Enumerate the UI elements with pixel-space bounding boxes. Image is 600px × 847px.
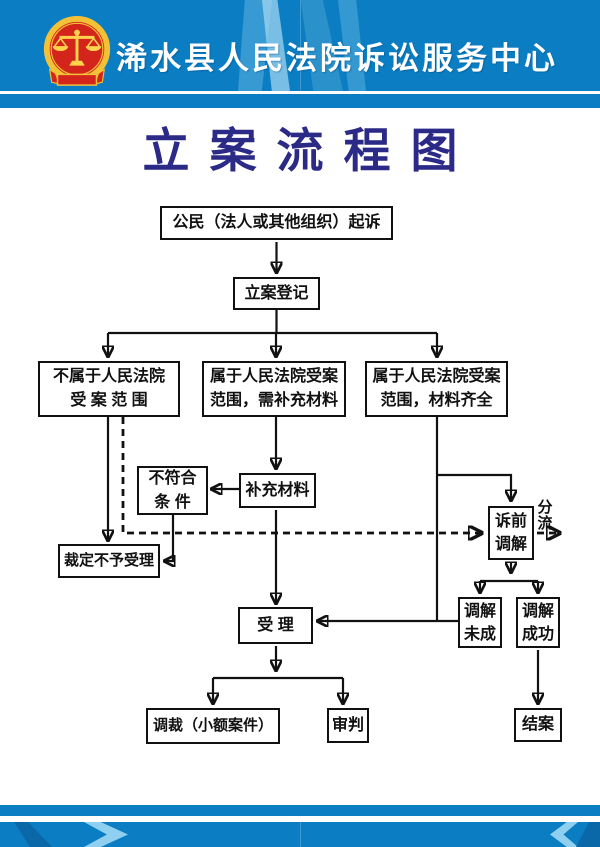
flow-label-diversion: 分 流 <box>537 499 553 532</box>
flow-node-reject: 裁定不予受理 <box>58 544 160 578</box>
panel-seam <box>300 822 301 847</box>
flow-node-materials-complete: 属于人民法院受案 范围，材料齐全 <box>365 361 508 417</box>
flow-node-accept: 受 理 <box>238 607 313 644</box>
flow-node-sue: 公民（法人或其他组织）起诉 <box>160 206 393 240</box>
chevron-decoration <box>550 822 578 847</box>
flow-node-case-closed: 结案 <box>514 708 562 742</box>
flow-node-not-in-scope: 不属于人民法院 受 案 范 围 <box>38 361 180 417</box>
header-banner: 浠水县人民法院诉讼服务中心 <box>0 0 600 91</box>
flow-node-not-qualified: 不符合 条 件 <box>137 466 208 515</box>
court-emblem-icon <box>43 15 111 86</box>
chevron-decoration <box>576 822 600 847</box>
flow-node-register: 立案登记 <box>233 277 320 310</box>
flow-node-small-claims: 调裁（小额案件） <box>146 708 280 744</box>
org-title: 浠水县人民法院诉讼服务中心 <box>116 41 558 76</box>
footer-stripe <box>0 805 600 816</box>
flow-node-supplement: 补充材料 <box>239 473 316 508</box>
footer-band <box>0 822 600 847</box>
flow-node-mediation-success: 调解 成功 <box>516 597 560 648</box>
header-stripe <box>0 94 600 108</box>
page-title: 立案流程图 <box>142 124 478 177</box>
panel-seam <box>300 0 301 91</box>
chevron-decoration <box>14 822 52 847</box>
flow-node-need-materials: 属于人民法院受案 范围，需补充材料 <box>202 361 346 417</box>
flow-node-pre-mediation: 诉前 调解 <box>488 506 534 560</box>
flow-node-trial: 审判 <box>327 708 369 743</box>
flow-node-mediation-fail: 调解 未成 <box>458 597 502 648</box>
chevron-decoration <box>84 822 128 847</box>
